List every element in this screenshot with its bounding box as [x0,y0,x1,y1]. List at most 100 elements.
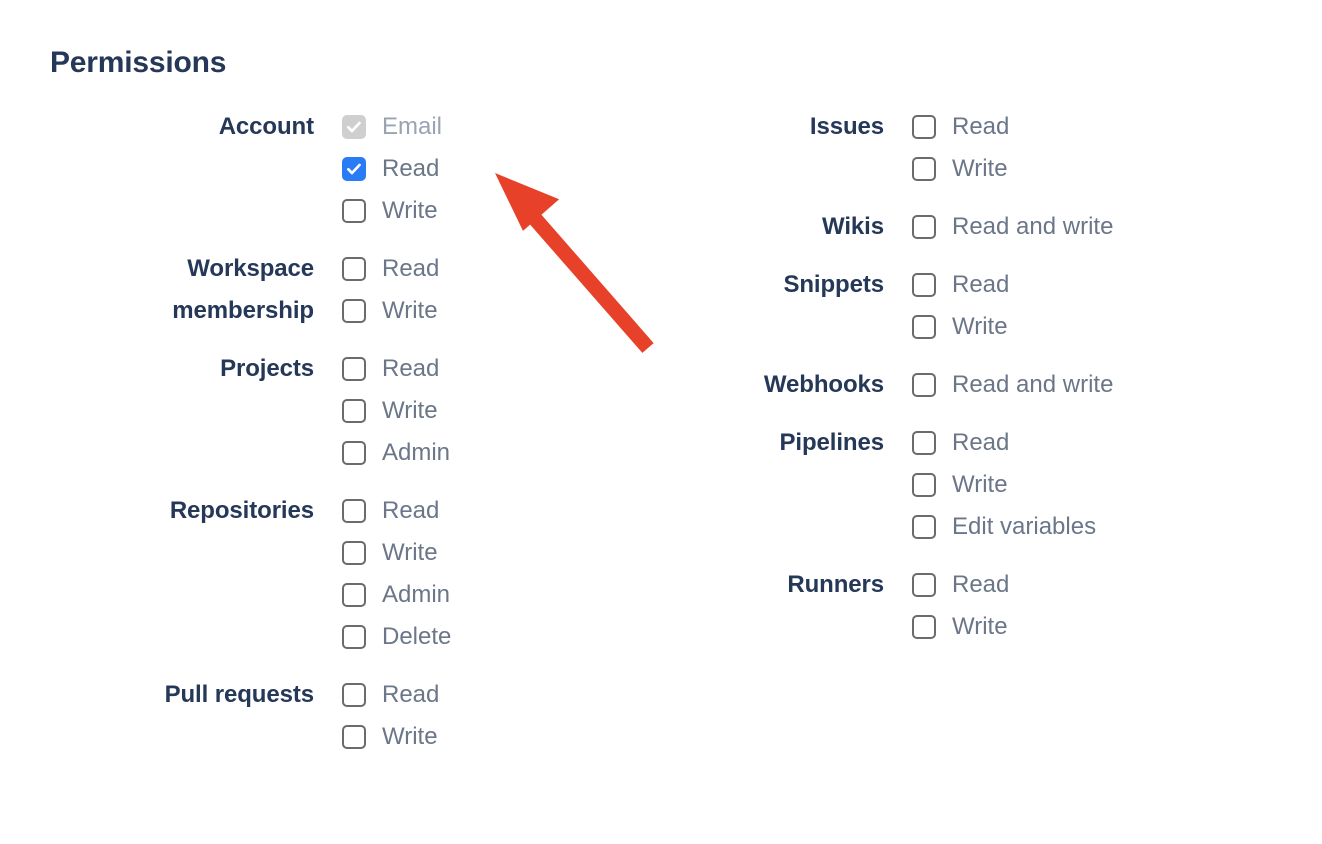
option-label: Read [952,571,1010,598]
option-projects-admin[interactable]: Admin [342,432,660,474]
option-workspace-membership-read[interactable]: Read [342,248,660,290]
option-pull-requests-read[interactable]: Read [342,674,660,716]
group-label-line: Workspace [187,255,314,282]
group-label-issues: Issues [620,106,912,148]
group-label-workspace-membership: Workspace membership [0,248,342,332]
option-account-read[interactable]: Read [342,148,660,190]
checkbox-unchecked[interactable] [342,583,366,607]
option-snippets-write[interactable]: Write [912,306,1280,348]
option-label: Edit variables [952,513,1097,540]
checkbox-unchecked[interactable] [912,273,936,297]
group-label-account: Account [0,106,342,148]
checkbox-unchecked[interactable] [342,725,366,749]
option-issues-write[interactable]: Write [912,148,1280,190]
option-label: Admin [382,581,451,608]
option-repositories-admin[interactable]: Admin [342,574,660,616]
checkbox-unchecked[interactable] [342,499,366,523]
group-label-line: Webhooks [763,371,884,398]
option-repositories-write[interactable]: Write [342,532,660,574]
group-label-line: Snippets [783,271,884,298]
option-label: Read [952,429,1010,456]
checkbox-unchecked[interactable] [912,157,936,181]
option-pipelines-edit-variables[interactable]: Edit variables [912,506,1280,548]
option-wikis-read-and-write[interactable]: Read and write [912,206,1280,248]
checkbox-unchecked[interactable] [342,357,366,381]
checkbox-unchecked[interactable] [912,315,936,339]
option-pull-requests-write[interactable]: Write [342,716,660,758]
option-runners-write[interactable]: Write [912,606,1280,648]
option-projects-read[interactable]: Read [342,348,660,390]
checkbox-disabled-checked [342,115,366,139]
checkbox-unchecked[interactable] [342,399,366,423]
checkbox-unchecked[interactable] [912,473,936,497]
option-label: Admin [382,439,451,466]
option-repositories-read[interactable]: Read [342,490,660,532]
group-label-snippets: Snippets [620,264,912,306]
option-label: Write [382,723,438,750]
option-account-email: Email [342,106,660,148]
option-list: Read and write [912,364,1280,406]
group-label-line: Projects [220,355,314,382]
checkbox-unchecked[interactable] [912,215,936,239]
option-projects-write[interactable]: Write [342,390,660,432]
option-pipelines-read[interactable]: Read [912,422,1280,464]
checkbox-unchecked[interactable] [342,683,366,707]
option-label: Read and write [952,371,1114,398]
group-label-projects: Projects [0,348,342,390]
checkbox-unchecked[interactable] [912,515,936,539]
option-snippets-read[interactable]: Read [912,264,1280,306]
option-label: Read [382,355,440,382]
group-label-line: membership [172,297,314,324]
checkbox-unchecked[interactable] [342,541,366,565]
checkbox-unchecked[interactable] [912,373,936,397]
checkbox-unchecked[interactable] [912,431,936,455]
checkbox-checked[interactable] [342,157,366,181]
permission-group-webhooks: Webhooks Read and write [620,364,1280,406]
option-pipelines-write[interactable]: Write [912,464,1280,506]
option-webhooks-read-and-write[interactable]: Read and write [912,364,1280,406]
group-label-line: Account [218,113,314,140]
option-workspace-membership-write[interactable]: Write [342,290,660,332]
group-label-runners: Runners [620,564,912,606]
option-label: Write [382,297,438,324]
option-label: Read [382,155,440,182]
option-list: Read and write [912,206,1280,248]
group-label-repositories: Repositories [0,490,342,532]
option-issues-read[interactable]: Read [912,106,1280,148]
option-label: Read and write [952,213,1114,240]
page-title: Permissions [50,46,227,79]
checkbox-unchecked[interactable] [342,257,366,281]
checkbox-unchecked[interactable] [912,115,936,139]
option-runners-read[interactable]: Read [912,564,1280,606]
checkbox-unchecked[interactable] [912,615,936,639]
option-repositories-delete[interactable]: Delete [342,616,660,658]
group-label-line: Runners [787,571,884,598]
group-label-line: Repositories [169,497,314,524]
check-icon [347,163,361,175]
option-label: Write [952,313,1008,340]
option-account-write[interactable]: Write [342,190,660,232]
group-label-pipelines: Pipelines [620,422,912,464]
checkbox-unchecked[interactable] [912,573,936,597]
option-label: Write [382,197,438,224]
checkbox-unchecked[interactable] [342,625,366,649]
checkbox-unchecked[interactable] [342,441,366,465]
checkbox-unchecked[interactable] [342,299,366,323]
option-label: Write [382,539,438,566]
option-label: Write [952,155,1008,182]
checkbox-unchecked[interactable] [342,199,366,223]
